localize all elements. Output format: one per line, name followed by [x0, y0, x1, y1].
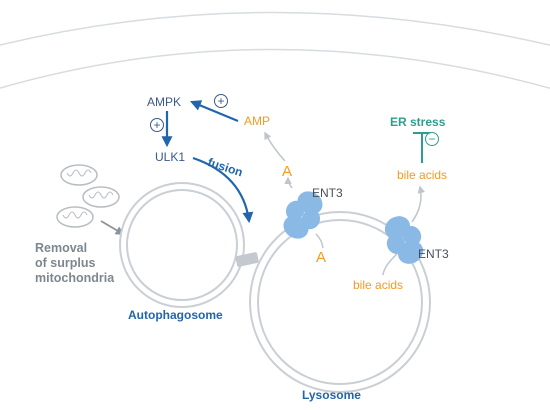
ent3-transporter-icon	[384, 216, 424, 264]
minus-sign-er: −	[428, 132, 436, 146]
ulk1-label: ULK1	[155, 150, 186, 164]
bile-acids-label-bottom: bile acids	[353, 278, 404, 292]
amp-to-ampk-arrow	[189, 100, 239, 123]
mitochondria-group	[56, 164, 120, 228]
autophagosome-label: Autophagosome	[128, 308, 223, 322]
removal-arrow	[100, 220, 125, 235]
bile-acids-lumen-connector	[382, 253, 398, 276]
cell-membrane-inner	[0, 48, 550, 90]
a-lumen-connector	[315, 233, 324, 249]
er-stress-label: ER stress	[390, 115, 446, 129]
fusion-arrow	[192, 156, 254, 224]
ent3-transporter-icon	[283, 191, 323, 239]
mitochondrion-icon	[56, 206, 94, 228]
minus-sign-circle-er	[425, 132, 439, 146]
ent3-to-a-arrow	[284, 176, 293, 189]
mitochondrion-icon	[82, 186, 120, 208]
lysosome-inner-membrane	[257, 219, 423, 385]
plus-sign-ampk: +	[153, 118, 161, 132]
a-label-top: A	[282, 163, 293, 180]
removal-label-line2: of surplus	[35, 256, 96, 270]
plus-sign-circle-amp	[214, 94, 228, 108]
ent3-label-top: ENT3	[312, 186, 343, 200]
autophagosome-inner-membrane	[126, 189, 238, 301]
plus-sign-amp: +	[217, 94, 225, 108]
fusion-junction	[235, 252, 259, 267]
removal-label-line1: Removal	[35, 241, 88, 255]
ampk-label: AMPK	[147, 95, 182, 109]
lysosome-label: Lysosome	[302, 388, 361, 402]
mitochondrion-icon	[60, 164, 98, 186]
bile-acids-label-top: bile acids	[397, 168, 448, 182]
ent3-label-bottom: ENT3	[418, 247, 449, 261]
cell-membrane-outer	[0, 11, 550, 46]
a-label-bottom: A	[316, 249, 327, 266]
amp-label: AMP	[244, 114, 271, 128]
plus-sign-circle-ampk	[150, 118, 164, 132]
bile-acids-export-arrow	[411, 185, 425, 223]
a-to-amp-arrow	[264, 131, 286, 162]
removal-label-line3: mitochondria	[35, 271, 115, 285]
